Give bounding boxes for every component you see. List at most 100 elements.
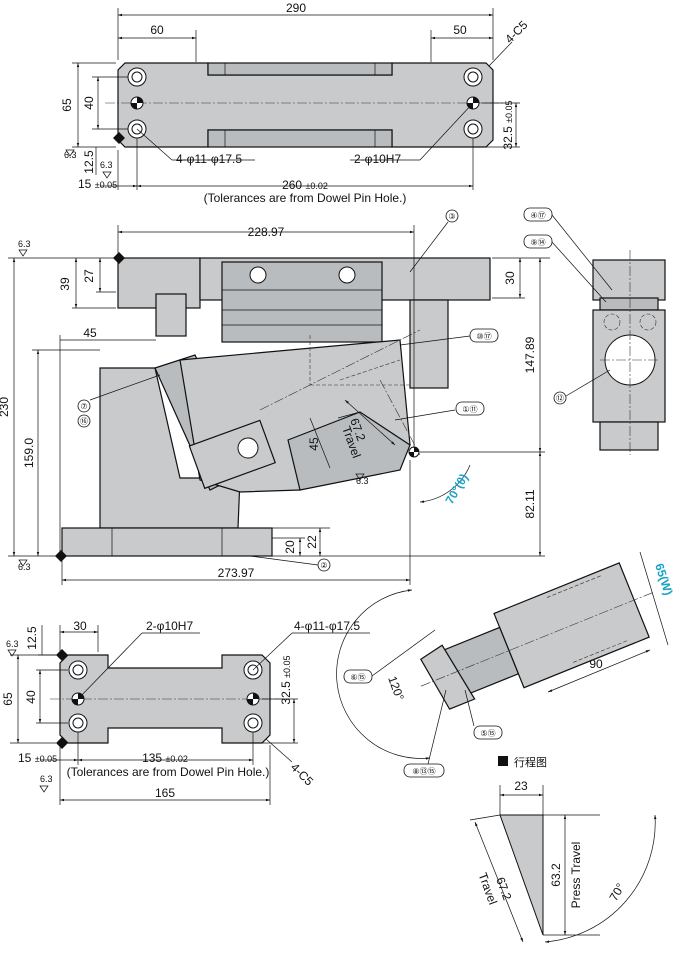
side-top: [592, 259, 666, 301]
dim-39: 39: [58, 277, 72, 291]
datum-mark-front: [113, 252, 125, 264]
svg-text:32.5 ±0.05: 32.5 ±0.05: [279, 655, 293, 704]
dim-12-5: 12.5: [82, 150, 96, 174]
stopper-block: [155, 293, 187, 337]
screw-2: [338, 266, 356, 284]
dim-32-5: 32.5: [501, 126, 515, 150]
press-travel-label: Press Travel: [569, 842, 583, 909]
dim-40-bottom: 40: [24, 690, 38, 704]
svg-text:260 ±0.02: 260 ±0.02: [282, 178, 328, 192]
dim-60: 60: [150, 23, 164, 37]
dim-30-front: 30: [503, 271, 517, 285]
callout-1-11: ①⑪: [394, 401, 485, 421]
dim-27: 27: [82, 269, 96, 283]
dim-32-5-bottom: 32.5: [279, 681, 293, 705]
svg-text:⑫: ⑫: [556, 394, 564, 403]
dim-273-97: 273.97: [218, 566, 255, 580]
slide-block: [221, 261, 383, 343]
dim-40: 40: [82, 96, 96, 110]
top-rail-lower: [207, 129, 393, 148]
svg-text:⑧⑬⑮: ⑧⑬⑮: [412, 767, 435, 776]
top-rail-upper: [207, 62, 393, 76]
dim-65w: 65(W): [652, 562, 675, 597]
callout-6-15: ⑥⑮: [343, 629, 436, 684]
dim-12-5-bottom: 12.5: [25, 626, 39, 650]
tolerance-note-bottom: (Tolerances are from Dowel Pin Hole.): [67, 765, 270, 779]
svg-text:⑦: ⑦: [80, 402, 87, 411]
pivot-pin: [237, 437, 259, 459]
dim-230: 230: [0, 397, 11, 417]
svg-text:③: ③: [448, 212, 455, 221]
dim-23: 23: [514, 779, 528, 793]
svg-text:⑩⑰: ⑩⑰: [476, 332, 491, 341]
pivot-block: [188, 419, 277, 490]
svg-text:⑯: ⑯: [80, 417, 88, 426]
angle-70: 70°(θ): [442, 471, 470, 506]
callout-3: ③: [409, 209, 459, 273]
stroke-diagram: 行程图 23 67.2 Travel 63.2 Press Travel 70°: [469, 756, 657, 943]
dim-90: 90: [589, 657, 603, 671]
svg-text:6.3: 6.3: [18, 239, 31, 249]
chamfer-label: 4-C5: [502, 18, 531, 47]
front-view: 228.97 39 27 30 45 230 159.0 147.89 82.1…: [0, 209, 550, 585]
dim-50: 50: [453, 23, 467, 37]
angle-70-stroke: 70°: [606, 881, 627, 904]
dim-22: 22: [305, 535, 319, 549]
dim-65: 65: [60, 98, 74, 112]
dim-45-front: 45: [83, 326, 97, 340]
bottom-view: 30 12.5 2-φ10H7 4-φ11-φ17.5 65 40 32.5 ±…: [1, 619, 370, 805]
callout-4-17: ④⑰: [523, 207, 613, 291]
dowel-hole-left: [130, 96, 144, 110]
svg-text:6.3: 6.3: [40, 774, 53, 784]
svg-text:32.5 ±0.05: 32.5 ±0.05: [501, 100, 515, 149]
dim-228-97: 228.97: [248, 225, 285, 239]
svg-text:⑥⑮: ⑥⑮: [350, 673, 365, 682]
svg-text:④⑰: ④⑰: [530, 211, 545, 220]
dim-147-89: 147.89: [523, 336, 537, 373]
holes-callout-top: 4-φ11-φ17.5: [176, 152, 242, 166]
dim-45-jaw: 45: [307, 437, 321, 451]
right-bracket: [409, 299, 449, 389]
screw-1: [249, 266, 267, 284]
dim-82-11: 82.11: [523, 489, 537, 518]
svg-text:6.3: 6.3: [6, 639, 19, 649]
callout-7-16: ⑦ ⑯: [77, 374, 161, 428]
tolerance-note-top: (Tolerances are from Dowel Pin Hole.): [204, 191, 407, 205]
dim-65-bottom: 65: [1, 692, 15, 706]
side-foot: [599, 421, 659, 451]
chamfer-label-bottom: 4-C5: [288, 760, 317, 789]
svg-text:6.3: 6.3: [356, 476, 369, 486]
callout-2: ②: [249, 555, 331, 572]
dowel-callout-bottom: 2-φ10H7: [146, 619, 193, 633]
side-slide: [599, 297, 659, 311]
svg-text:①⑪: ①⑪: [462, 405, 477, 414]
callout-10-17: ⑩⑰: [399, 328, 499, 346]
angled-view: 65(W) 90 120° ⑥⑮ ⑤⑮ ⑧⑬⑮: [336, 551, 676, 778]
dim-260: 260: [282, 178, 302, 192]
dim-63-2: 63.2: [549, 863, 563, 887]
callout-8-13-15: ⑧⑬⑮: [403, 689, 447, 778]
dim-30-bottom: 30: [73, 619, 87, 633]
svg-text:15 ±0.05: 15 ±0.05: [18, 751, 57, 765]
svg-text:⑨⑭: ⑨⑭: [530, 238, 545, 247]
dim-15-bottom: 15: [18, 751, 32, 765]
stroke-diagram-title: 行程图: [514, 756, 547, 769]
svg-text:15 ±0.05: 15 ±0.05: [78, 177, 117, 191]
svg-text:⑤⑮: ⑤⑮: [480, 729, 495, 738]
dim-290: 290: [286, 1, 306, 15]
svg-text:6.3: 6.3: [18, 562, 31, 572]
angled-jaw: [420, 644, 476, 710]
svg-text:135 ±0.02: 135 ±0.02: [142, 751, 188, 765]
dim-159: 159.0: [22, 438, 36, 468]
side-view: ④⑰ ⑨⑭ ⑫: [523, 207, 666, 455]
callout-12: ⑫: [553, 369, 611, 405]
callout-9-14: ⑨⑭: [523, 234, 607, 303]
dim-15: 15: [78, 177, 92, 191]
legend-square: [498, 756, 508, 766]
dim-20: 20: [283, 540, 297, 554]
dowel-callout-top: 2-φ10H7: [354, 152, 401, 166]
datum-mark-top: [113, 132, 125, 144]
svg-text:②: ②: [320, 561, 327, 570]
callout-5-15: ⑤⑮: [464, 689, 503, 740]
